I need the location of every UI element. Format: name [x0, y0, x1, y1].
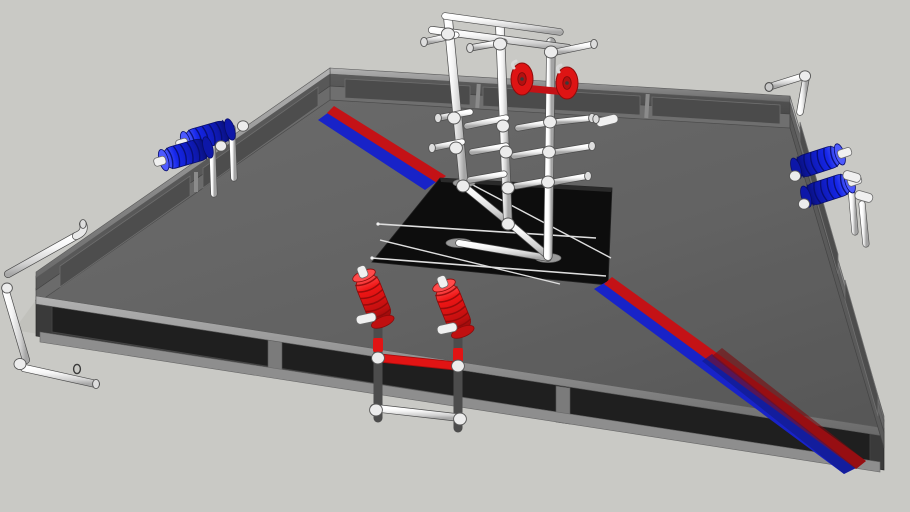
- platform-line-markings: [371, 183, 612, 285]
- corner-arm-left-upper[interactable]: [4, 219, 88, 278]
- tower-floor-braces: [455, 182, 552, 262]
- tower-post-left: [443, 13, 469, 191]
- red-coil-pair-near[interactable]: [349, 262, 476, 433]
- red-coil-left[interactable]: [349, 262, 396, 331]
- blue-coil-right-end-caps: [788, 170, 874, 210]
- blue-coil-pair-left[interactable]: [151, 118, 250, 198]
- stripe-northwest: [318, 106, 446, 190]
- stripe-southeast: [594, 277, 866, 474]
- corner-arm-left-lower[interactable]: [1, 282, 100, 390]
- red-coil-pipe-stubs: [355, 312, 458, 335]
- center-pvc-pipe-tower[interactable]: [420, 12, 598, 263]
- blue-coil-left-end-caps: [214, 120, 250, 152]
- corner-arm-right-top[interactable]: [764, 70, 812, 116]
- blue-coil-left-lower[interactable]: [151, 136, 215, 174]
- tower-pipe-end-caps: [420, 36, 598, 182]
- blue-coil-pair-right[interactable]: [788, 140, 874, 248]
- tower-pipe-fittings: [440, 27, 559, 231]
- tower-red-discs[interactable]: [510, 59, 579, 100]
- red-coil-right[interactable]: [429, 272, 476, 341]
- far-wall-pipe-stubs: [592, 113, 619, 128]
- wall-left[interactable]: [35, 67, 331, 305]
- blue-coil-right-upper[interactable]: [788, 140, 854, 180]
- near-wall-ring-detail: [72, 363, 82, 375]
